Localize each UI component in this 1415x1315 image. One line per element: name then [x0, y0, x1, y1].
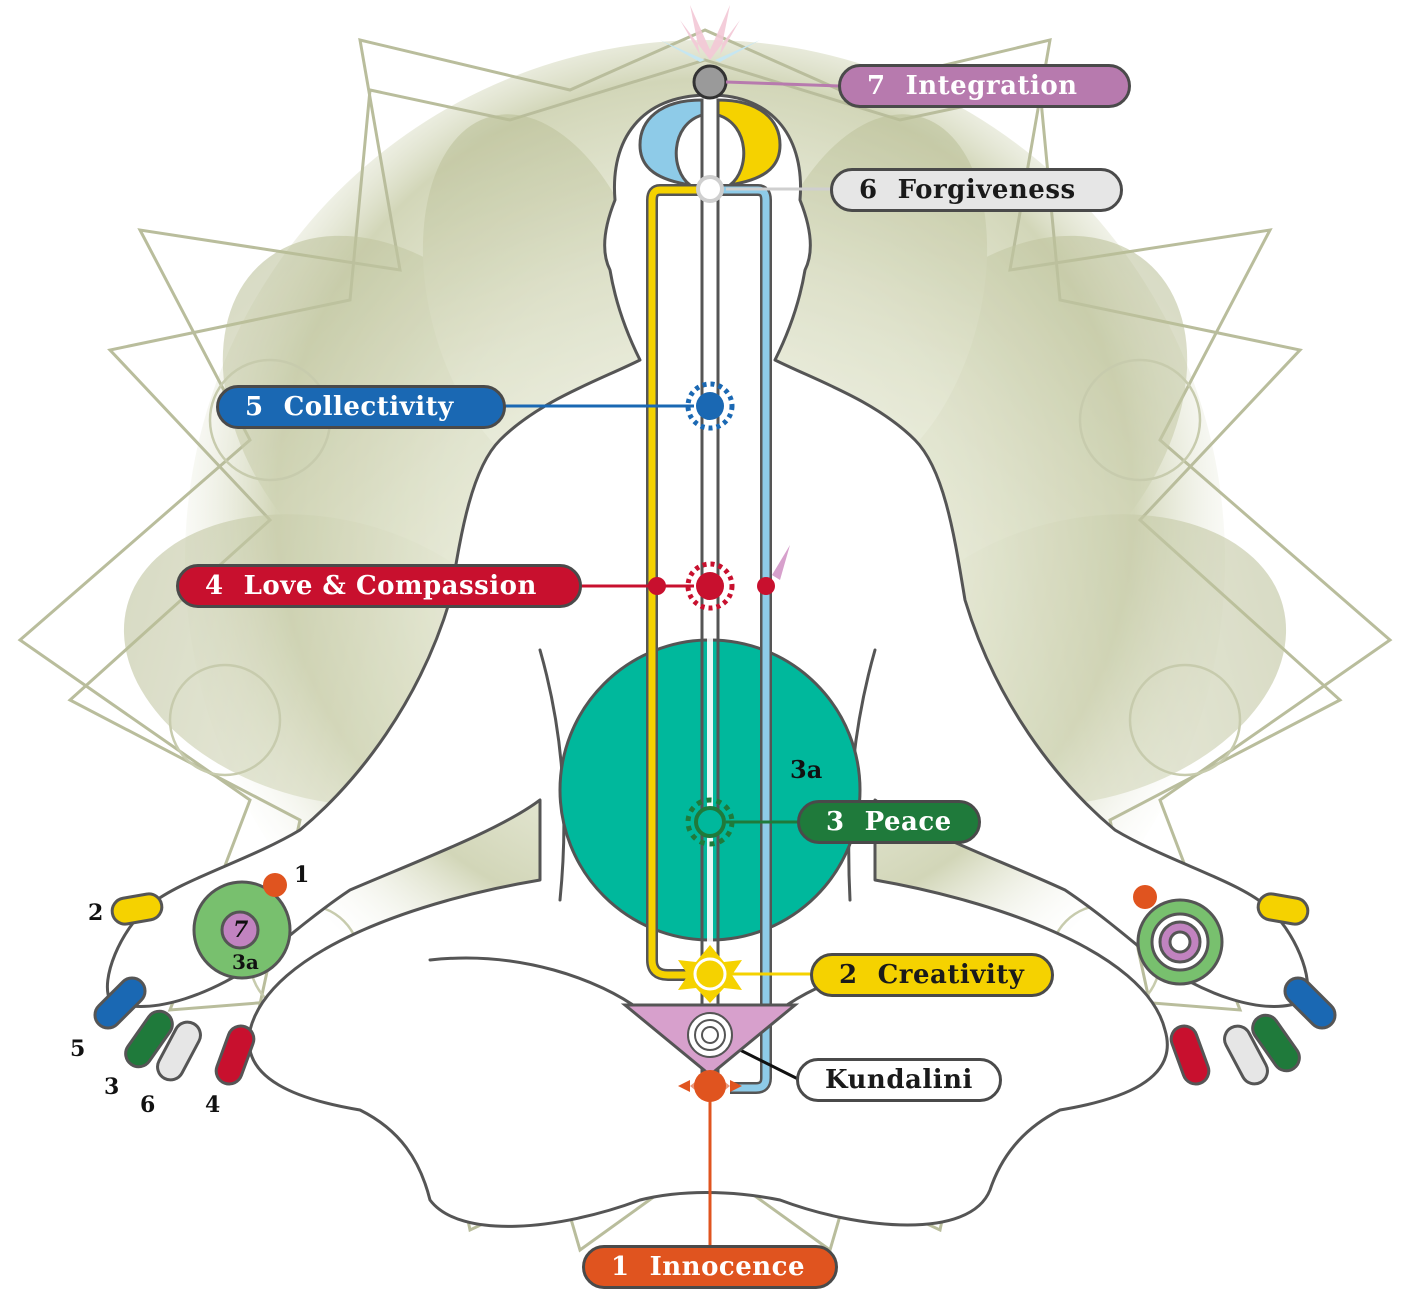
hand-number-1: 1 — [294, 862, 309, 888]
hand-number-6: 6 — [140, 1092, 155, 1118]
label-collectivity: 5 Collectivity — [216, 385, 506, 429]
label-peace: 3 Peace — [797, 800, 981, 844]
label-forgiveness-number: 6 — [859, 175, 878, 205]
label-innocence: 1 Innocence — [582, 1245, 838, 1289]
label-creativity-number: 2 — [839, 960, 858, 990]
label-love-number: 4 — [205, 571, 224, 601]
palm-center-number: 7 — [233, 917, 248, 943]
label-innocence-number: 1 — [611, 1252, 630, 1282]
label-innocence-text: Innocence — [650, 1252, 805, 1282]
label-forgiveness: 6 Forgiveness — [830, 168, 1123, 212]
label-kundalini-text: Kundalini — [825, 1065, 973, 1095]
label-integration-number: 7 — [867, 71, 886, 101]
hand-number-5: 5 — [70, 1036, 85, 1062]
label-collectivity-number: 5 — [245, 392, 264, 422]
hand-number-4: 4 — [205, 1092, 220, 1118]
label-forgiveness-text: Forgiveness — [898, 175, 1076, 205]
label-peace-number: 3 — [826, 807, 845, 837]
label-peace-text: Peace — [865, 807, 952, 837]
label-collectivity-text: Collectivity — [284, 392, 454, 422]
hand-number-3: 3 — [104, 1074, 119, 1100]
hand-number-2: 2 — [88, 900, 103, 926]
agnya-chakra — [698, 177, 722, 201]
label-creativity-text: Creativity — [878, 960, 1025, 990]
label-integration: 7 Integration — [838, 64, 1131, 108]
label-kundalini: Kundalini — [796, 1058, 1002, 1102]
palm-sub-number: 3a — [232, 950, 259, 974]
label-love-text: Love & Compassion — [244, 571, 537, 601]
label-integration-text: Integration — [906, 71, 1078, 101]
label-love-compassion: 4 Love & Compassion — [176, 564, 582, 608]
void-label: 3a — [790, 755, 822, 784]
label-creativity: 2 Creativity — [810, 953, 1054, 997]
